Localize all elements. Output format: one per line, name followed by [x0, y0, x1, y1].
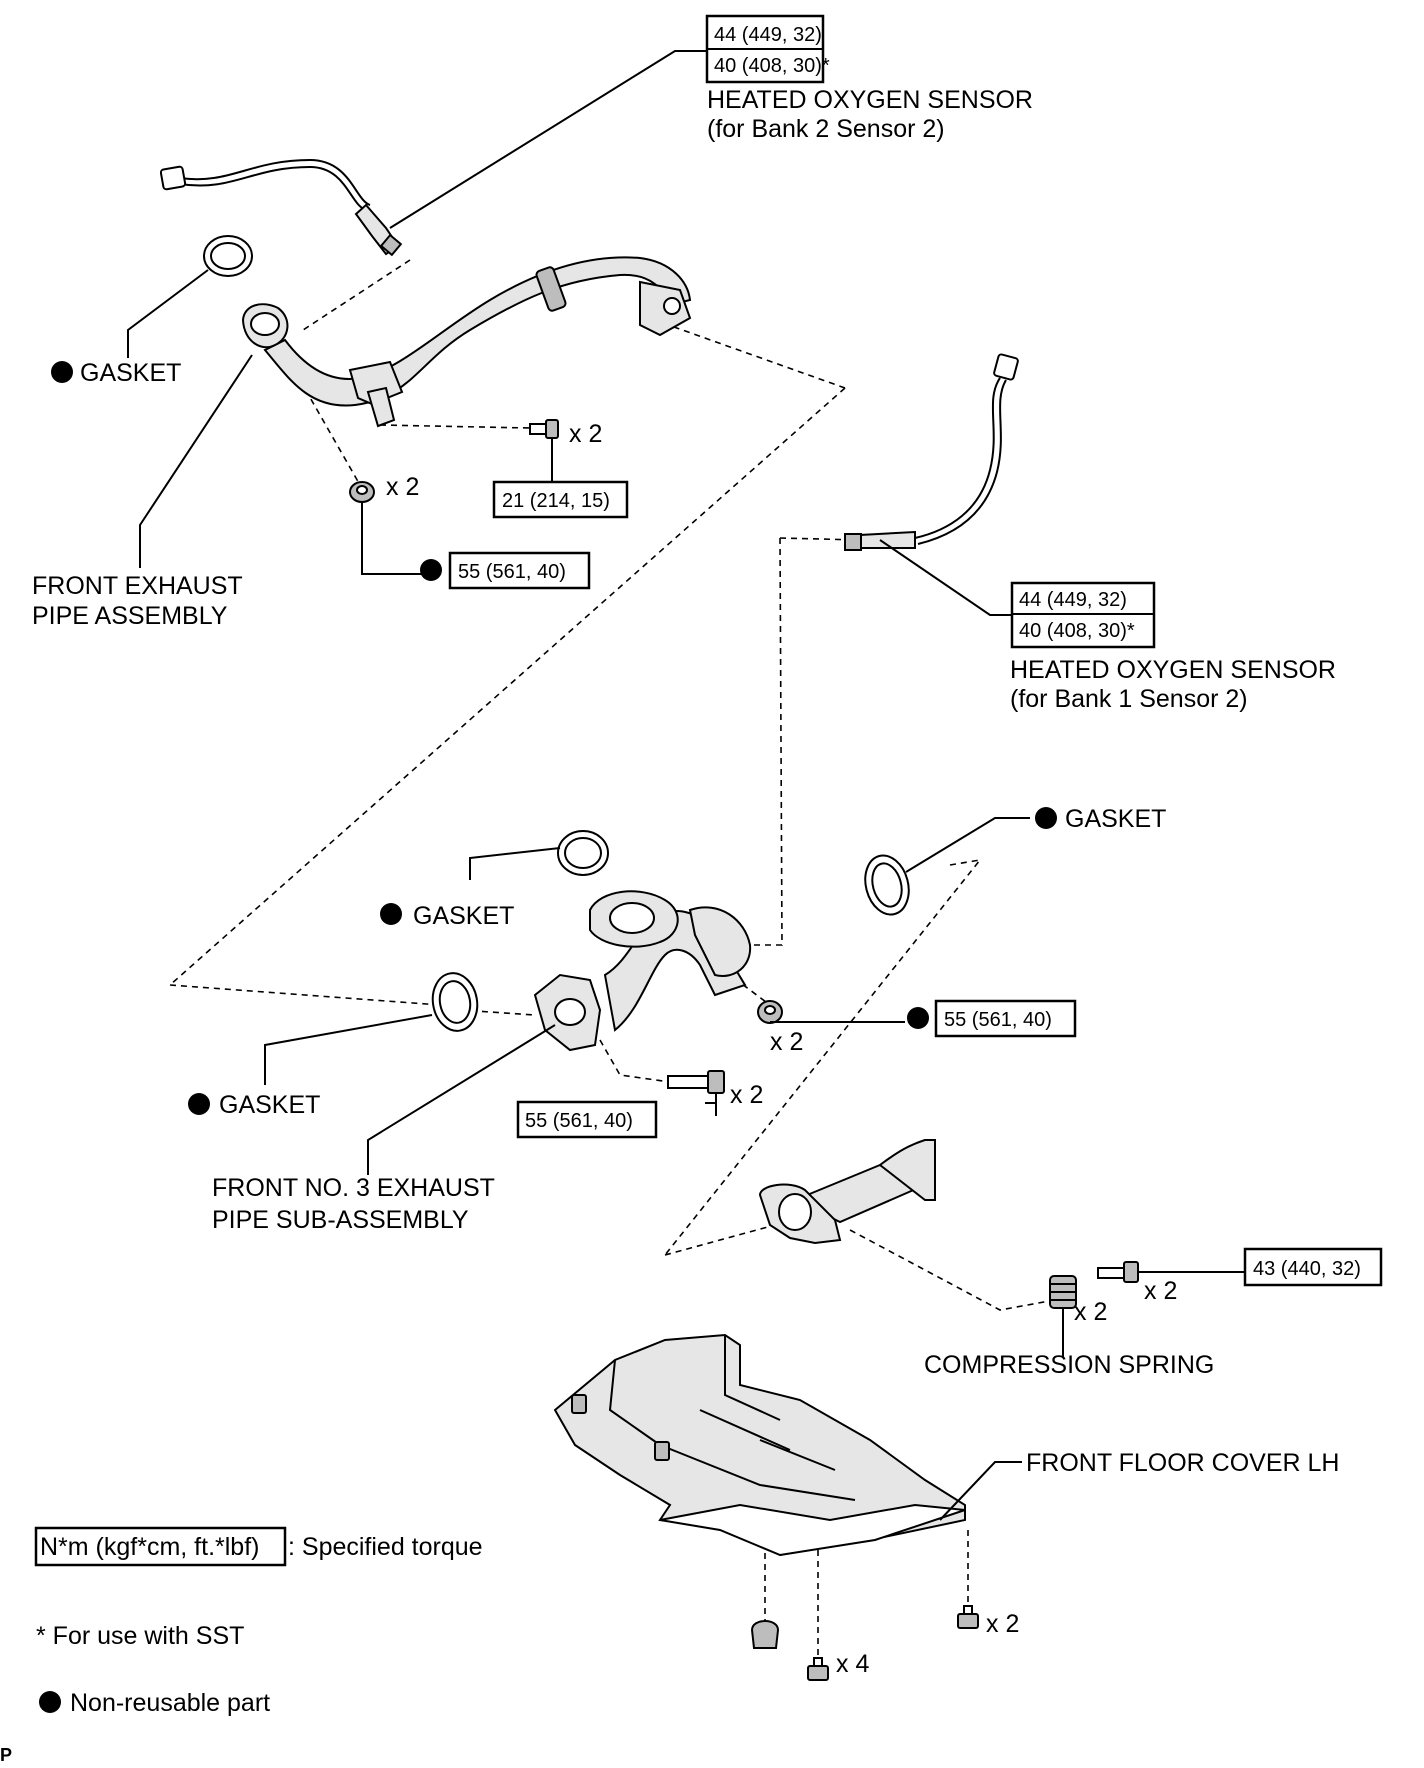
label-gasket-middle: GASKET: [380, 902, 514, 930]
qty-floor-bolt-x2: x 2: [986, 1610, 1019, 1638]
ho2s-bank2-name: HEATED OXYGEN SENSOR: [707, 86, 1033, 114]
label-ho2s-bank1: HEATED OXYGEN SENSOR (for Bank 1 Sensor …: [1010, 656, 1336, 713]
gasket-middle-label: GASKET: [413, 902, 514, 930]
qty-bolt-21: x 2: [569, 420, 602, 448]
non-reusable-dot-icon: [380, 903, 402, 925]
gasket-top: [203, 235, 253, 277]
ho2s-bank2-sub: (for Bank 2 Sensor 2): [707, 115, 945, 143]
gasket-right: [864, 854, 910, 916]
torque-box-ho2s-bank2: 44 (449, 32) 40 (408, 30)*: [705, 14, 830, 84]
floor-cover-bolt-x2: [957, 1605, 979, 1629]
front-exhaust-pipe-assembly: [241, 256, 692, 428]
label-gasket-right: GASKET: [1035, 805, 1166, 833]
torque-ho2s-bank1-line1: 44 (449, 32): [1019, 589, 1127, 611]
torque-55-front: 55 (561, 40): [458, 561, 566, 583]
front-floor-cover-lh: [553, 1333, 966, 1557]
qty-bolt-43: x 2: [1144, 1277, 1177, 1305]
non-reusable-dot-icon: [188, 1093, 210, 1115]
label-floor-cover: FRONT FLOOR COVER LH: [1026, 1449, 1339, 1477]
bolt-21-torque-x2: [529, 419, 559, 482]
non-reusable-dot-icon: [1035, 807, 1057, 829]
front-exhaust-line2: PIPE ASSEMBLY: [32, 602, 228, 630]
torque-box-55-middle: 55 (561, 40): [907, 999, 1077, 1038]
front-exhaust-line1: FRONT EXHAUST: [32, 572, 243, 600]
legend-torque-unit: N*m (kgf*cm, ft.*lbf): [40, 1533, 259, 1561]
qty-nut-front: x 2: [386, 473, 419, 501]
qty-floor-bolt-x4: x 4: [836, 1650, 869, 1678]
torque-ho2s-bank2-line1: 44 (449, 32): [714, 24, 822, 46]
torque-55-middle: 55 (561, 40): [944, 1009, 1052, 1031]
floor-cover-bolt-x4: [807, 1657, 829, 1681]
label-gasket-top: GASKET: [51, 359, 181, 387]
exhaust-tail-pipe: [758, 1139, 936, 1245]
torque-55-bolt: 55 (561, 40): [525, 1110, 633, 1132]
front-no3-exhaust-pipe: [533, 890, 752, 1052]
qty-compression-spring: x 2: [1074, 1298, 1107, 1326]
label-front-exhaust-pipe: FRONT EXHAUST PIPE ASSEMBLY: [32, 572, 243, 630]
torque-21: 21 (214, 15): [502, 490, 610, 512]
bolt-middle-x2: [667, 1070, 725, 1116]
label-compression-spring: COMPRESSION SPRING: [924, 1351, 1214, 1379]
bolt-43-x2: [1097, 1261, 1248, 1283]
legend: N*m (kgf*cm, ft.*lbf) : Specified torque…: [34, 1526, 483, 1717]
legend-sst-note: * For use with SST: [36, 1622, 244, 1650]
non-reusable-dot-icon: [51, 361, 73, 383]
label-ho2s-bank2: HEATED OXYGEN SENSOR (for Bank 2 Sensor …: [707, 86, 1033, 143]
gasket-top-label: GASKET: [80, 359, 181, 387]
torque-box-55-front: 55 (561, 40): [420, 551, 591, 590]
qty-bolt-middle: x 2: [730, 1081, 763, 1109]
torque-box-ho2s-bank1: 44 (449, 32) 40 (408, 30)*: [1010, 581, 1156, 649]
non-reusable-dot-icon: [39, 1691, 61, 1713]
quantity-marks: x 2 x 2 x 2 x 2 x 2 x 2 x 2 x 4: [386, 420, 1177, 1678]
leader-lines: [127, 50, 1030, 1521]
non-reusable-dot-icon: [907, 1007, 929, 1029]
corner-mark: P: [0, 1745, 12, 1763]
torque-43: 43 (440, 32): [1253, 1258, 1361, 1280]
legend-torque-suffix: : Specified torque: [288, 1533, 483, 1561]
nut-middle-x2: [757, 1000, 783, 1024]
non-reusable-dot-icon: [420, 559, 442, 581]
gasket-left: [431, 972, 479, 1032]
torque-ho2s-bank1-line2: 40 (408, 30)*: [1019, 620, 1135, 642]
floor-cover-label: FRONT FLOOR COVER LH: [1026, 1449, 1339, 1477]
front-no3-line1: FRONT NO. 3 EXHAUST: [212, 1174, 495, 1202]
nut-front-pipe-x2: [349, 481, 375, 503]
heated-oxygen-sensor-bank1: [844, 353, 1019, 551]
label-front-no3-pipe: FRONT NO. 3 EXHAUST PIPE SUB-ASSEMBLY: [212, 1174, 495, 1234]
ho2s-bank1-sub: (for Bank 1 Sensor 2): [1010, 685, 1248, 713]
heated-oxygen-sensor-bank2: [159, 158, 403, 257]
torque-box-43: 43 (440, 32): [1243, 1247, 1383, 1287]
gasket-left-label: GASKET: [219, 1091, 320, 1119]
ho2s-bank1-name: HEATED OXYGEN SENSOR: [1010, 656, 1336, 684]
compression-spring-x2: [1049, 1275, 1077, 1358]
gasket-right-label: GASKET: [1065, 805, 1166, 833]
floor-cover-clip: [750, 1620, 780, 1649]
torque-box-21: 21 (214, 15): [492, 480, 629, 519]
qty-nut-middle: x 2: [770, 1028, 803, 1056]
legend-non-reusable: Non-reusable part: [70, 1689, 270, 1717]
label-gasket-left: GASKET: [188, 1091, 320, 1119]
compression-spring-label: COMPRESSION SPRING: [924, 1351, 1214, 1379]
torque-box-55-bolt: 55 (561, 40): [516, 1100, 658, 1139]
torque-ho2s-bank2-line2: 40 (408, 30)*: [714, 55, 830, 77]
gasket-middle: [557, 830, 609, 876]
front-no3-line2: PIPE SUB-ASSEMBLY: [212, 1206, 469, 1234]
